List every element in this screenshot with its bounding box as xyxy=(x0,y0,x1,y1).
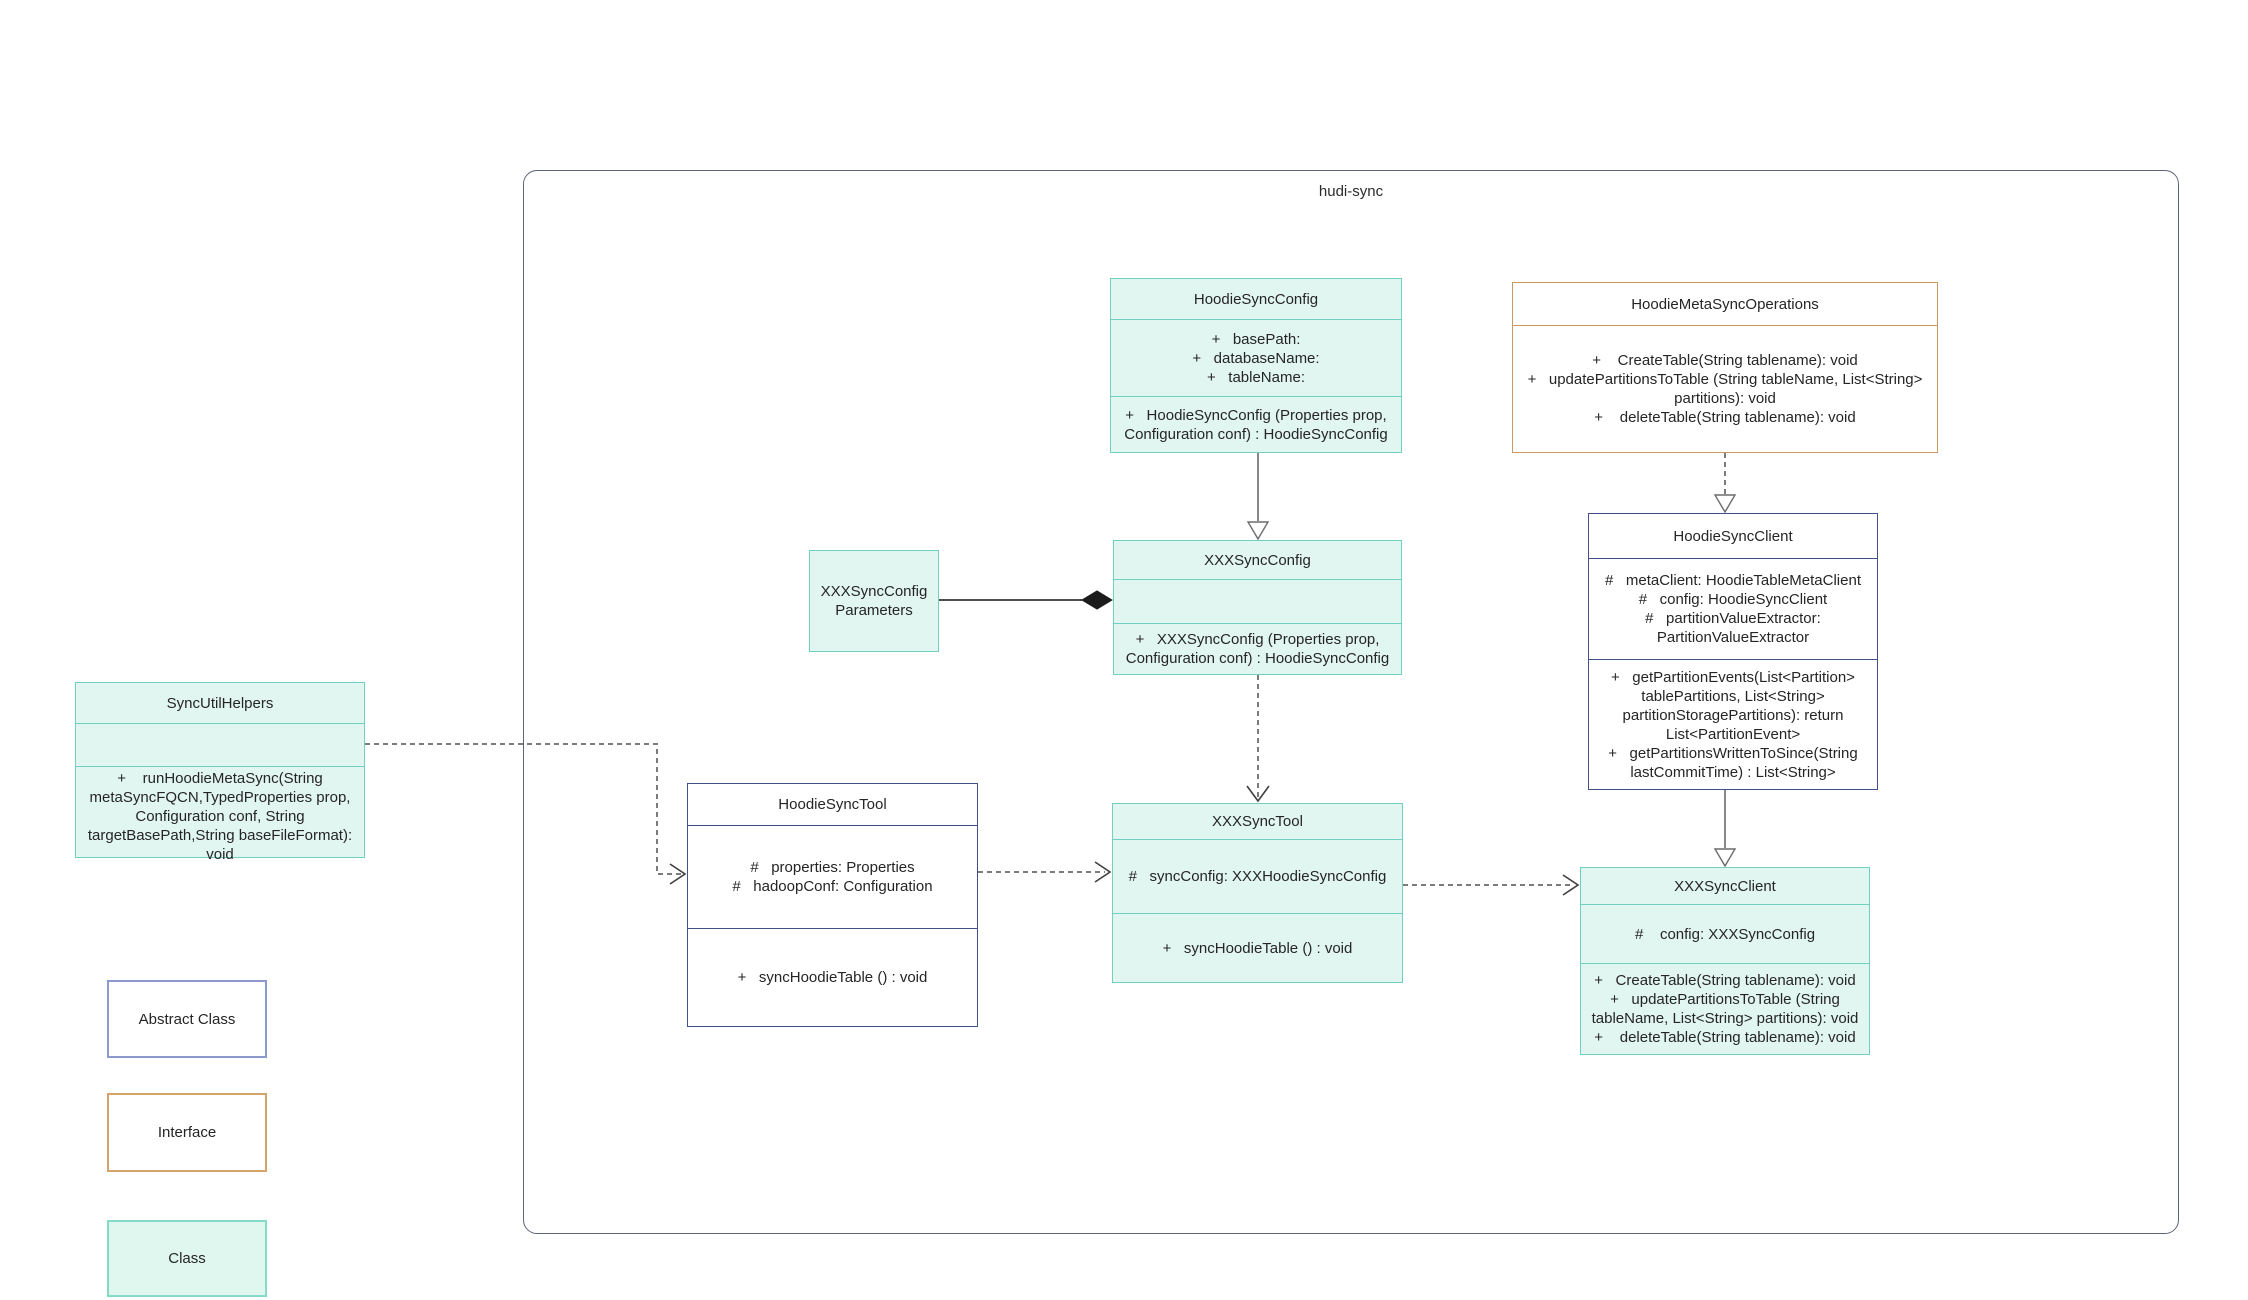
legend-abstract-label: Abstract Class xyxy=(138,1010,236,1028)
class-methods: + CreateTable(String tablename): void + … xyxy=(1513,325,1937,452)
attribute-line: # hadoopConf: Configuration xyxy=(732,878,933,895)
class-title-text: HoodieSyncConfig xyxy=(1193,290,1319,308)
class-methods: + XXXSyncConfig (Properties prop, Config… xyxy=(1114,623,1401,674)
class-attributes: # syncConfig: XXXHoodieSyncConfig xyxy=(1113,839,1402,913)
class-title: XXXSyncConfigParameters xyxy=(810,551,938,651)
method-line: + getPartitionEvents(List<Partition> tab… xyxy=(1611,668,1860,743)
method-line: + HoodieSyncConfig (Properties prop, Con… xyxy=(1124,406,1391,443)
method-line: + getPartitionsWrittenToSince(String las… xyxy=(1608,744,1862,781)
class-methods: + getPartitionEvents(List<Partition> tab… xyxy=(1589,659,1877,789)
class-title: HoodieMetaSyncOperations xyxy=(1513,283,1937,325)
method-line: + syncHoodieTable () : void xyxy=(737,969,928,986)
class-attributes xyxy=(76,723,364,766)
attribute-line: # config: XXXSyncConfig xyxy=(1634,925,1816,943)
attribute-line: # partitionValueExtractor: PartitionValu… xyxy=(1645,610,1825,646)
class-title-text: HoodieSyncTool xyxy=(778,796,887,813)
class-title: HoodieSyncConfig xyxy=(1111,279,1401,319)
class-methods: + CreateTable(String tablename): void + … xyxy=(1581,963,1869,1054)
method-line: + updatePartitionsToTable (String tableN… xyxy=(1591,991,1859,1027)
class-title: XXXSyncTool xyxy=(1113,804,1402,839)
class-xxxsyncconfigparameters[interactable]: XXXSyncConfigParameters xyxy=(809,550,939,652)
class-hoodiesynctool[interactable]: HoodieSyncTool # properties: Properties … xyxy=(687,783,978,1027)
class-title: HoodieSyncTool xyxy=(688,784,977,825)
attribute-line: # properties: Properties xyxy=(750,859,915,876)
method-line: + XXXSyncConfig (Properties prop, Config… xyxy=(1125,631,1390,667)
class-methods: + syncHoodieTable () : void xyxy=(688,928,977,1026)
attribute-line: + basePath: xyxy=(1211,330,1301,348)
class-methods: + HoodieSyncConfig (Properties prop, Con… xyxy=(1111,396,1401,452)
interface-hoodiemetasyncoperations[interactable]: HoodieMetaSyncOperations + CreateTable(S… xyxy=(1512,282,1938,453)
class-xxxsyncconfig[interactable]: XXXSyncConfig + XXXSyncConfig (Propertie… xyxy=(1113,540,1402,675)
class-title: SyncUtilHelpers xyxy=(76,683,364,723)
class-methods: + syncHoodieTable () : void xyxy=(1113,913,1402,982)
class-attributes: # metaClient: HoodieTableMetaClient # co… xyxy=(1589,558,1877,659)
class-title-text: XXXSyncClient xyxy=(1674,877,1776,895)
class-title: XXXSyncConfig xyxy=(1114,541,1401,579)
attribute-line: + tableName: xyxy=(1207,368,1305,386)
class-title-text: XXXSyncTool xyxy=(1212,813,1303,830)
legend-class-label: Class xyxy=(168,1250,206,1267)
class-attributes xyxy=(1114,579,1401,623)
class-title-text: HoodieMetaSyncOperations xyxy=(1631,295,1819,313)
package-label: hudi-sync xyxy=(1318,183,1384,200)
class-attributes: # properties: Properties # hadoopConf: C… xyxy=(688,825,977,928)
legend-class[interactable]: Class xyxy=(107,1220,267,1297)
legend-interface[interactable]: Interface xyxy=(107,1093,267,1172)
class-title: XXXSyncClient xyxy=(1581,868,1869,904)
method-line: + CreateTable(String tablename): void xyxy=(1592,352,1858,369)
attribute-line: # metaClient: HoodieTableMetaClient xyxy=(1605,572,1861,589)
package-hudi-sync[interactable]: hudi-sync xyxy=(523,170,2179,1234)
method-line: + deleteTable(String tablename): void xyxy=(1594,1029,1856,1046)
class-attributes: + basePath: + databaseName: + tableName: xyxy=(1111,319,1401,396)
class-title-text: HoodieSyncClient xyxy=(1673,527,1793,545)
attribute-line: + databaseName: xyxy=(1192,349,1320,367)
class-methods: + runHoodieMetaSync(String metaSyncFQCN,… xyxy=(76,766,364,866)
legend-interface-label: Interface xyxy=(157,1124,217,1141)
method-line: + deleteTable(String tablename): void xyxy=(1594,409,1856,426)
method-line: + CreateTable(String tablename): void xyxy=(1594,972,1856,989)
class-title-text: XXXSyncConfigParameters xyxy=(820,583,928,619)
class-attributes: # config: XXXSyncConfig xyxy=(1581,904,1869,963)
attribute-line: # config: HoodieSyncClient xyxy=(1638,591,1828,608)
class-xxxsyncclient[interactable]: XXXSyncClient # config: XXXSyncConfig + … xyxy=(1580,867,1870,1055)
legend-abstract-class[interactable]: Abstract Class xyxy=(107,980,267,1058)
class-title: HoodieSyncClient xyxy=(1589,514,1877,558)
class-syncutilhelpers[interactable]: SyncUtilHelpers + runHoodieMetaSync(Stri… xyxy=(75,682,365,863)
attribute-line: # syncConfig: XXXHoodieSyncConfig xyxy=(1128,868,1387,885)
class-title-text: XXXSyncConfig xyxy=(1204,551,1311,569)
method-line: + runHoodieMetaSync(String metaSyncFQCN,… xyxy=(87,770,357,863)
method-line: + updatePartitionsToTable (String tableN… xyxy=(1527,371,1927,407)
class-hoodiesyncconfig[interactable]: HoodieSyncConfig + basePath: + databaseN… xyxy=(1110,278,1402,453)
class-xxxsynctool[interactable]: XXXSyncTool # syncConfig: XXXHoodieSyncC… xyxy=(1112,803,1403,983)
class-hoodiesyncclient[interactable]: HoodieSyncClient # metaClient: HoodieTab… xyxy=(1588,513,1878,790)
class-title-text: SyncUtilHelpers xyxy=(166,694,274,712)
method-line: + syncHoodieTable () : void xyxy=(1162,939,1353,957)
